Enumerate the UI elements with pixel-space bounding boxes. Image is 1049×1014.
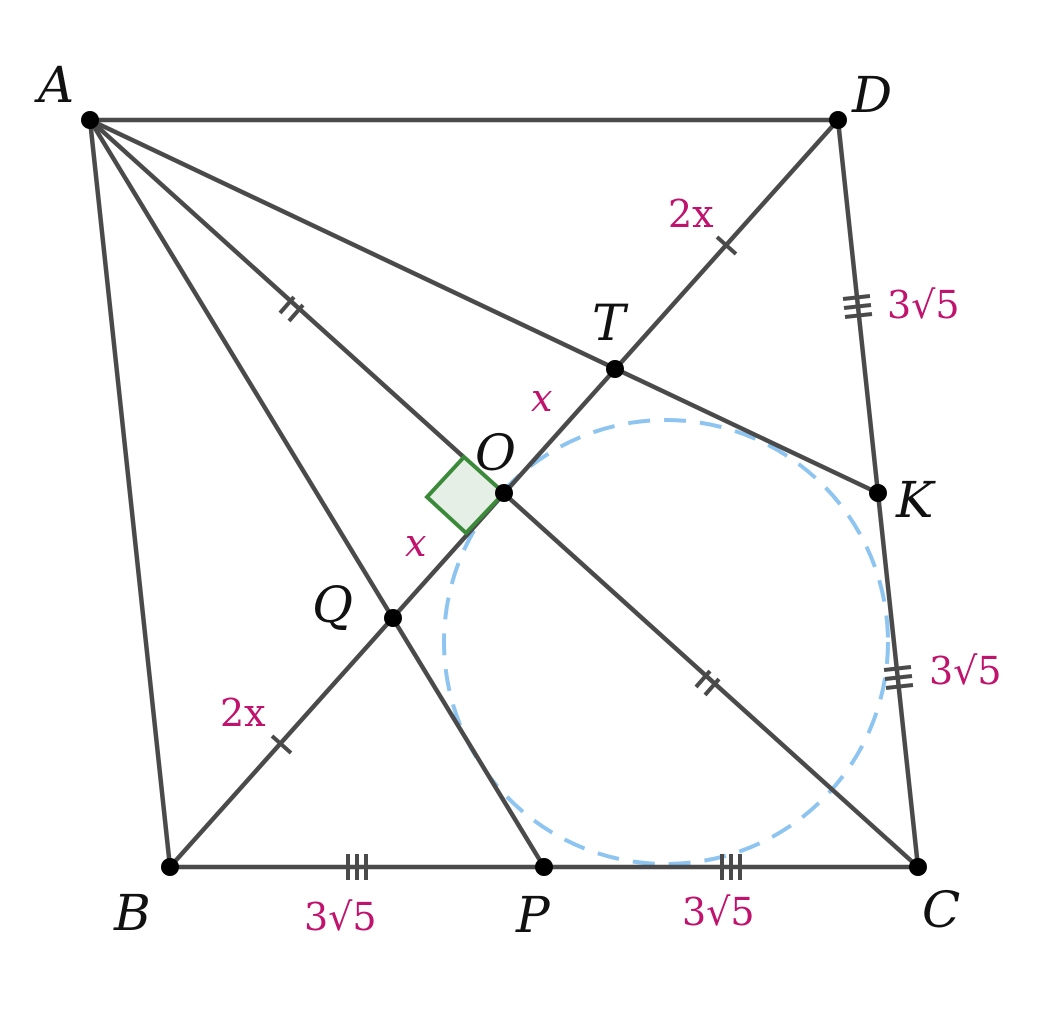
- tick-QB: [270, 734, 293, 755]
- measure-TO: x: [531, 376, 552, 420]
- measure-KC: 3√5: [929, 649, 1002, 693]
- point-C: [909, 858, 927, 876]
- measure-DT: 2x: [668, 192, 714, 236]
- measure-DK: 3√5: [887, 283, 960, 327]
- label-A: A: [34, 56, 74, 114]
- point-P: [535, 858, 553, 876]
- point-Q: [384, 609, 402, 627]
- label-Q: Q: [312, 576, 353, 634]
- label-P: P: [515, 886, 551, 944]
- triple-tick-BP: [346, 854, 368, 880]
- measure-QB: 2x: [220, 691, 266, 735]
- triple-tick-KC: [883, 665, 914, 690]
- segment-BA: [87, 117, 173, 870]
- tick-marks: [270, 235, 914, 880]
- measure-OQ: x: [405, 521, 426, 565]
- incircle-dashed: [442, 418, 890, 866]
- label-C: C: [922, 881, 960, 939]
- label-K: K: [895, 471, 936, 529]
- vertex-labels: A D B C P Q O T K: [34, 56, 960, 944]
- label-O: O: [475, 424, 516, 482]
- point-O: [495, 484, 513, 502]
- points: [81, 111, 927, 876]
- segment-AK: [87, 117, 881, 496]
- point-T: [606, 360, 624, 378]
- label-T: T: [592, 294, 629, 352]
- measure-PC: 3√5: [682, 890, 755, 934]
- label-D: D: [851, 66, 892, 124]
- segment-AP: [87, 117, 547, 870]
- point-K: [869, 484, 887, 502]
- measure-BP: 3√5: [304, 895, 377, 939]
- triple-tick-PC: [720, 854, 742, 880]
- label-B: B: [113, 884, 151, 942]
- tick-DT: [715, 235, 738, 256]
- point-B: [161, 858, 179, 876]
- right-angle-square-icon: [424, 454, 507, 536]
- measure-labels: 2x x x 2x 3√5 3√5 3√5 3√5: [220, 192, 1002, 939]
- double-tick-OC: [694, 669, 721, 697]
- triple-tick-DK: [842, 294, 873, 319]
- double-tick-AO: [278, 295, 305, 323]
- point-A: [81, 111, 99, 129]
- point-D: [829, 111, 847, 129]
